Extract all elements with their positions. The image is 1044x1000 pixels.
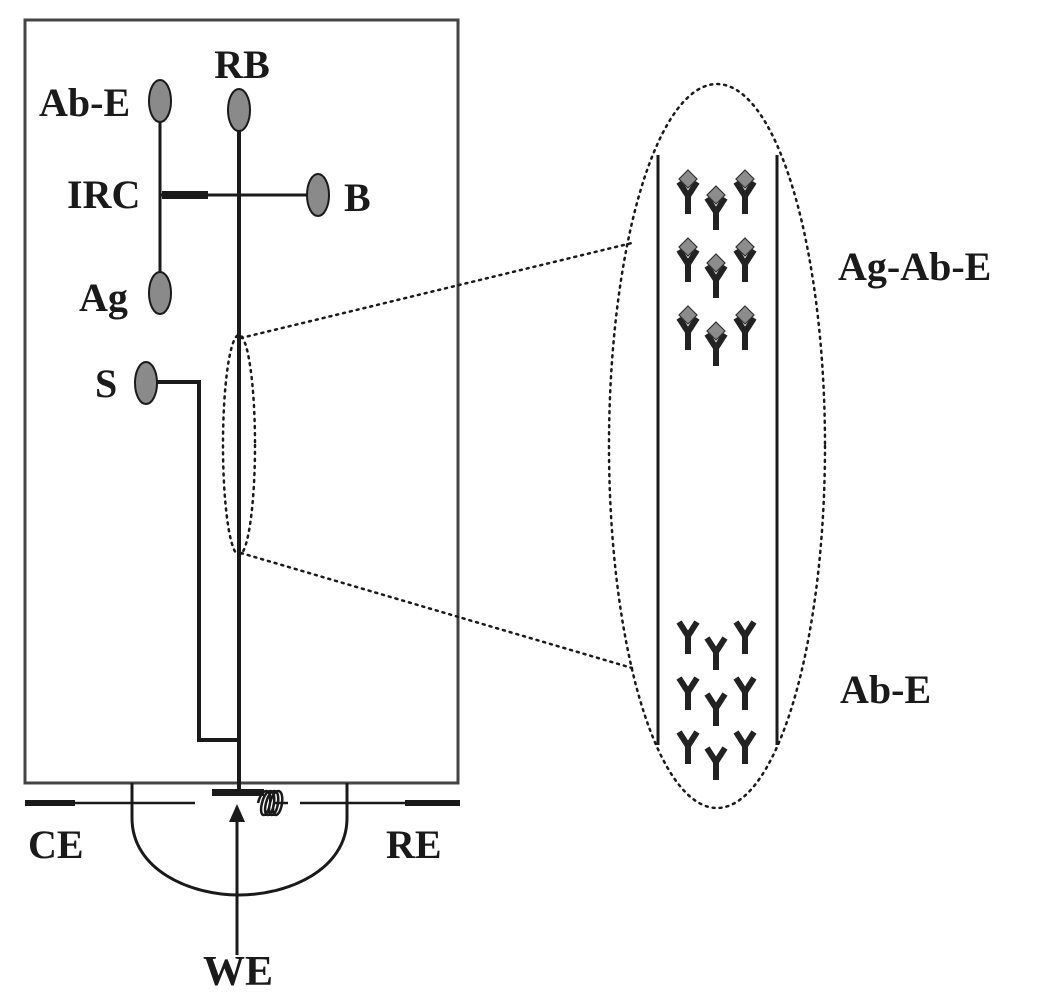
- ag-ab-e-complex: [733, 237, 757, 282]
- ag-ab-e-complex: [676, 305, 700, 350]
- reservoir-rb: [227, 88, 251, 132]
- label-we: WE: [203, 949, 273, 995]
- antibody-y-icon: [704, 332, 728, 366]
- antibody-y-icon: [704, 264, 728, 298]
- antigen-diamond-icon: [706, 253, 726, 273]
- label-irc: IRC: [67, 172, 140, 217]
- ag-ab-e-complex: [676, 169, 700, 214]
- ag-ab-e-complex: [704, 185, 728, 230]
- label-s: S: [95, 361, 117, 406]
- antigen-diamond-icon: [735, 305, 755, 325]
- antibody-y-icon: [676, 316, 700, 350]
- ab-e-molecule: [704, 636, 728, 670]
- antibody-y-icon: [676, 248, 700, 282]
- antigen-diamond-icon: [706, 321, 726, 341]
- reservoir-ab-e: [148, 79, 172, 123]
- ag-ab-e-complexes: [676, 169, 757, 366]
- antigen-diamond-icon: [735, 169, 755, 189]
- antibody-y-icon: [733, 248, 757, 282]
- antigen-diamond-icon: [678, 305, 698, 325]
- ab-e-molecule: [733, 620, 757, 654]
- antibody-y-icon: [676, 676, 700, 710]
- antibody-y-icon: [676, 180, 700, 214]
- label-b: B: [344, 175, 371, 220]
- ag-ab-e-complex: [733, 169, 757, 214]
- reservoirs: [134, 79, 330, 405]
- detection-zone-outline: [221, 333, 257, 557]
- antibody-y-icon: [733, 180, 757, 214]
- zoom-line-top: [239, 241, 634, 340]
- antibody-y-icon: [733, 676, 757, 710]
- ab-e-molecule: [676, 620, 700, 654]
- cell-body: [130, 783, 349, 897]
- ab-e-molecule: [704, 746, 728, 780]
- ab-e-molecule: [704, 692, 728, 726]
- sample-channel: [150, 380, 239, 742]
- antibody-y-icon: [704, 636, 728, 670]
- we-arrow-icon: [229, 804, 245, 822]
- zoom-detail-outline: [607, 82, 827, 810]
- ab-e-molecule: [676, 730, 700, 764]
- label-ab-e: Ab-E: [39, 80, 130, 125]
- we-electrode-plate: [212, 789, 264, 796]
- label-ag-ab-e: Ag-Ab-E: [838, 244, 991, 289]
- ab-e-molecule: [676, 676, 700, 710]
- antigen-diamond-icon: [735, 237, 755, 257]
- antibody-y-icon: [676, 730, 700, 764]
- ab-e-molecule: [733, 730, 757, 764]
- antibody-y-icon: [733, 316, 757, 350]
- ag-ab-e-complex: [704, 321, 728, 366]
- channel-network: [150, 110, 318, 790]
- label-ag: Ag: [79, 275, 128, 320]
- ag-ab-e-complex: [676, 237, 700, 282]
- label-ce: CE: [28, 822, 84, 867]
- ag-ab-e-complex: [704, 253, 728, 298]
- electrochemical-cell: [25, 783, 460, 955]
- ab-e-molecule: [733, 676, 757, 710]
- reservoir-s: [134, 361, 158, 405]
- antibody-y-icon: [676, 620, 700, 654]
- antigen-diamond-icon: [678, 169, 698, 189]
- free-ab-e-molecules: [676, 620, 757, 780]
- reservoir-ag: [148, 271, 172, 315]
- antigen-diamond-icon: [706, 185, 726, 205]
- antibody-y-icon: [704, 196, 728, 230]
- zoom-line-bottom: [239, 551, 634, 670]
- ag-ab-e-complex: [733, 305, 757, 350]
- antibody-y-icon: [704, 692, 728, 726]
- label-ab-e-zone: Ab-E: [840, 667, 931, 712]
- antibody-y-icon: [704, 746, 728, 780]
- reservoir-b: [306, 173, 330, 217]
- re-coil: [256, 789, 288, 817]
- antibody-y-icon: [733, 620, 757, 654]
- antigen-diamond-icon: [678, 237, 698, 257]
- label-rb: RB: [214, 42, 270, 87]
- antibody-y-icon: [733, 730, 757, 764]
- label-re: RE: [386, 822, 442, 867]
- chip-outline: [23, 18, 460, 785]
